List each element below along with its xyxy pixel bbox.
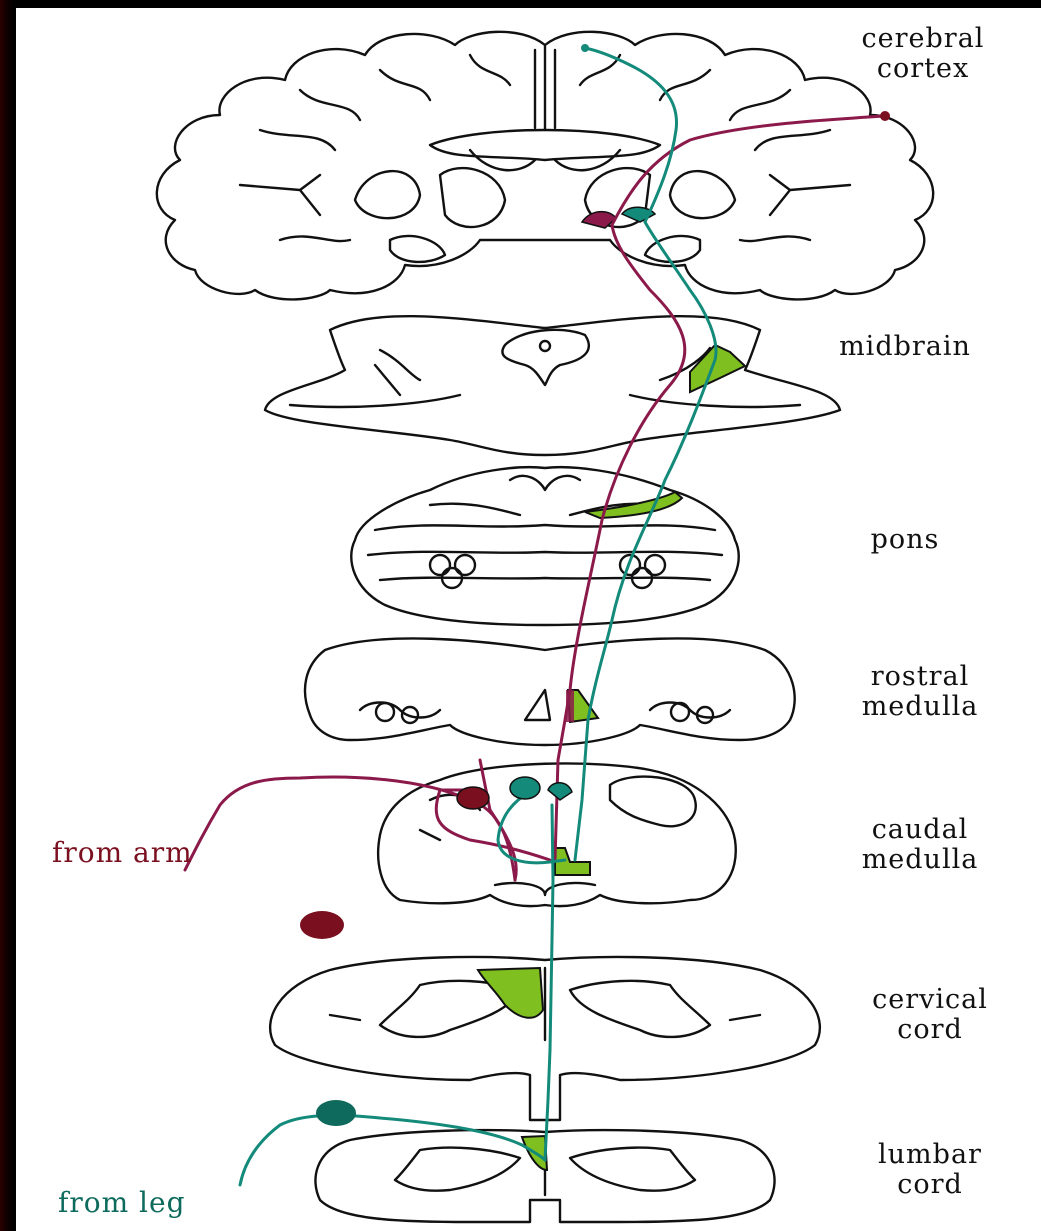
label-pons: pons	[805, 525, 1005, 555]
label-rostral-medulla: rostral medulla	[800, 662, 1040, 722]
label-rostral-line2: medulla	[800, 692, 1040, 722]
cortex-red-terminal	[880, 111, 890, 121]
cervical-cord-section	[270, 957, 820, 1120]
rostral-medulla-section	[305, 638, 795, 745]
label-lumbar-line2: cord	[820, 1170, 1040, 1200]
caudal-medulla-teal-cell	[510, 777, 540, 799]
label-caudal-medulla: caudal medulla	[800, 815, 1040, 875]
leg-drg-cell	[316, 1100, 356, 1126]
label-cervical-cord: cervical cord	[820, 985, 1040, 1045]
label-rostral-line1: rostral	[800, 662, 1040, 692]
caudal-medulla-red-cell	[457, 787, 489, 809]
pons-section	[351, 467, 739, 625]
label-cerebral-cortex: cerebral cortex	[808, 24, 1038, 84]
label-from-leg: from leg	[58, 1186, 186, 1219]
label-lumbar-line1: lumbar	[820, 1140, 1040, 1170]
midbrain-section	[265, 316, 840, 455]
label-cervical-line2: cord	[820, 1015, 1040, 1045]
label-caudal-line1: caudal	[800, 815, 1040, 845]
arm-drg-cell	[300, 911, 344, 939]
cortex-teal-terminal	[581, 44, 589, 52]
label-cervical-line1: cervical	[820, 985, 1040, 1015]
label-cerebral-line2: cortex	[808, 54, 1038, 84]
label-caudal-line2: medulla	[800, 845, 1040, 875]
label-cerebral-line1: cerebral	[808, 24, 1038, 54]
label-from-arm: from arm	[52, 836, 193, 869]
label-midbrain: midbrain	[770, 332, 1040, 362]
label-lumbar-cord: lumbar cord	[820, 1140, 1040, 1200]
